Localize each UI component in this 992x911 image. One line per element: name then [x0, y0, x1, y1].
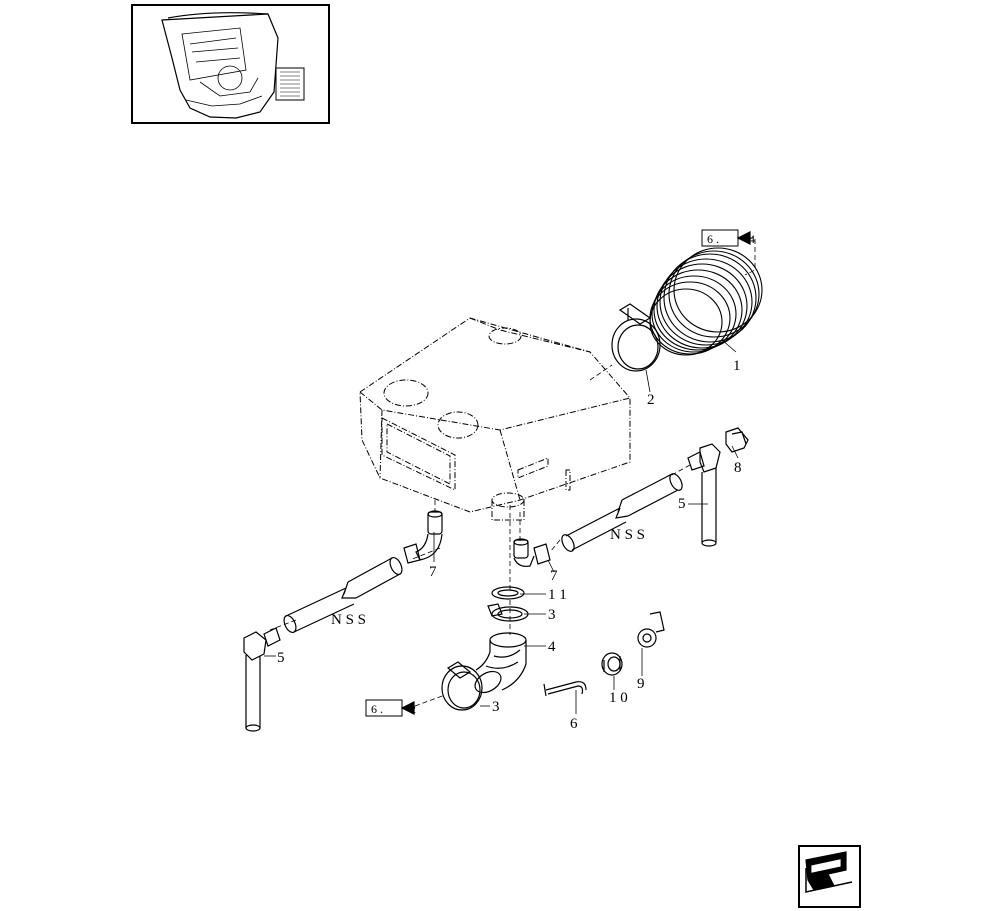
part-2-hose-clamp	[611, 303, 661, 372]
callout-10: 1 0	[609, 690, 628, 706]
callout-4: 4	[548, 639, 556, 655]
part-5-pipe-right	[687, 443, 721, 547]
reference-box-top[interactable]	[701, 229, 751, 247]
callout-1: 1	[733, 358, 741, 374]
callout-3-lower: 3	[492, 699, 500, 715]
callout-9: 9	[637, 676, 645, 692]
callout-5-left: 5	[277, 650, 285, 666]
part-3-clamp-lower	[441, 661, 483, 711]
leader-lines	[264, 339, 739, 714]
cab-location-thumbnail[interactable]	[131, 4, 330, 124]
callout-7-left: 7	[429, 564, 437, 580]
part-9-p-clip	[637, 611, 665, 648]
callout-6: 6	[570, 716, 578, 732]
hose-left	[283, 556, 403, 634]
part-5-pipe-left	[243, 627, 281, 732]
back-arrow-icon[interactable]	[798, 845, 861, 908]
part-10-grommet	[601, 652, 623, 676]
part-4-elbow-duct	[474, 632, 527, 694]
part-6-hook	[543, 681, 587, 697]
part-7-elbow-right	[513, 538, 551, 567]
ref-top-box-text: 6 .	[707, 232, 719, 246]
nss-right: N S S	[610, 527, 645, 543]
heater-housing	[359, 317, 631, 521]
ref-bottom-box-text: 6 .	[371, 702, 383, 716]
callout-labels: 1 2 8 5 N S S 7 7 1 1 3 N S S 4 5 9 1 0 …	[277, 358, 742, 732]
callout-5-right: 5	[678, 496, 686, 512]
assembly-centerlines	[269, 237, 756, 707]
reference-box-bottom[interactable]	[365, 699, 415, 717]
part-11-washer	[491, 586, 525, 600]
callout-11: 1 1	[548, 587, 567, 603]
part-7-elbow-left	[403, 510, 443, 564]
part-8-clip	[725, 427, 749, 453]
callout-2: 2	[647, 392, 655, 408]
nss-left: N S S	[331, 612, 366, 628]
part-3-clamp-upper	[487, 603, 529, 622]
callout-3-upper: 3	[548, 607, 556, 623]
callout-7-right: 7	[550, 568, 558, 584]
ref-top-tail-text: 4	[749, 232, 755, 246]
part-1-bellows-duct	[649, 247, 763, 356]
ref-bottom-tail-text: 2	[410, 702, 416, 716]
hose-right	[561, 473, 683, 552]
callout-8: 8	[734, 460, 742, 476]
